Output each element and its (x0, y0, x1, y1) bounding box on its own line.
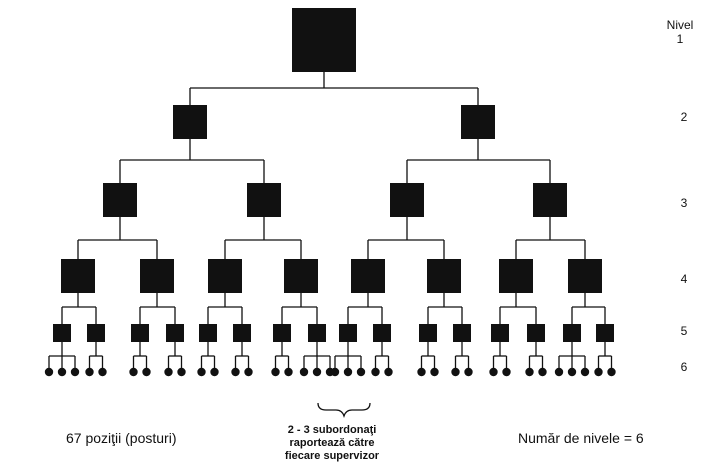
span-note-line-3: fiecare supervizor (284, 450, 380, 462)
level-6-position-dot (142, 367, 151, 377)
level-6-label: 6 (680, 360, 688, 374)
level-6-position-dot (177, 367, 186, 377)
level-6-position-dot (231, 367, 240, 377)
level-5-box (273, 324, 291, 342)
level-5-box (233, 324, 251, 342)
level-6-position-dot (70, 367, 80, 377)
level-6-position-dot (430, 367, 439, 377)
span-note-line-1: 2 - 3 subordonaţi (287, 424, 377, 436)
level-4-box (351, 259, 385, 293)
level-5-box (166, 324, 184, 342)
level-6-position-dot (451, 367, 460, 377)
total-positions-label: 67 poziţii (posturi) (66, 430, 177, 446)
level-6-position-dot (356, 367, 366, 377)
level-6-position-dot (417, 367, 426, 377)
span-brace (317, 402, 371, 419)
level-4-box (499, 259, 533, 293)
level-5-box (419, 324, 437, 342)
level-6-position-dot (210, 367, 219, 377)
level-4-box (284, 259, 318, 293)
span-note-line-2: raportează către (289, 437, 375, 449)
level-3-box (390, 183, 424, 217)
level-5-box (339, 324, 357, 342)
level-4-label: 4 (680, 272, 688, 286)
level-1-label: 1 (676, 32, 684, 46)
level-3-box (247, 183, 281, 217)
level-6-position-dot (464, 367, 473, 377)
level-6-position-dot (312, 367, 322, 377)
level-4-box (61, 259, 95, 293)
level-5-box (453, 324, 471, 342)
level-3-label: 3 (680, 196, 688, 210)
level-2-box (173, 105, 207, 139)
level-5-box (527, 324, 545, 342)
level-6-position-dot (607, 367, 616, 377)
level-6-position-dot (330, 367, 340, 377)
level-5-box (131, 324, 149, 342)
level-6-position-dot (554, 367, 564, 377)
level-6-position-dot (57, 367, 67, 377)
level-6-position-dot (594, 367, 603, 377)
level-6-position-dot (197, 367, 206, 377)
level-5-box (491, 324, 509, 342)
level-header-word: Nivel (666, 18, 694, 32)
level-6-position-dot (525, 367, 534, 377)
level-6-position-dot (371, 367, 380, 377)
level-4-box (140, 259, 174, 293)
level-6-position-dot (538, 367, 547, 377)
level-6-position-dot (271, 367, 280, 377)
level-6-position-dot (98, 367, 107, 377)
level-2-label: 2 (680, 110, 688, 124)
level-header: Nivel 1 (658, 18, 702, 46)
level-5-label: 5 (680, 324, 688, 338)
level-2-box (461, 105, 495, 139)
level-4-box (208, 259, 242, 293)
level-6-position-dot (567, 367, 577, 377)
level-6-position-dot (85, 367, 94, 377)
level-5-box (199, 324, 217, 342)
level-6-position-dot (129, 367, 138, 377)
level-1-box (292, 8, 356, 72)
level-6-position-dot (489, 367, 498, 377)
level-3-box (533, 183, 567, 217)
level-4-box (568, 259, 602, 293)
level-5-box (563, 324, 581, 342)
level-3-box (103, 183, 137, 217)
level-6-position-dot (44, 367, 54, 377)
level-6-position-dot (343, 367, 353, 377)
level-5-box (308, 324, 326, 342)
level-6-position-dot (502, 367, 511, 377)
level-5-box (87, 324, 105, 342)
level-5-box (596, 324, 614, 342)
span-of-control-note: 2 - 3 subordonaţi raportează către fieca… (262, 424, 402, 463)
level-4-box (427, 259, 461, 293)
number-of-levels-label: Număr de nivele = 6 (518, 430, 644, 446)
level-5-box (373, 324, 391, 342)
level-5-box (53, 324, 71, 342)
level-6-position-dot (244, 367, 253, 377)
level-6-position-dot (580, 367, 590, 377)
level-6-position-dot (284, 367, 293, 377)
level-6-position-dot (164, 367, 173, 377)
level-6-position-dot (299, 367, 309, 377)
level-6-position-dot (384, 367, 393, 377)
